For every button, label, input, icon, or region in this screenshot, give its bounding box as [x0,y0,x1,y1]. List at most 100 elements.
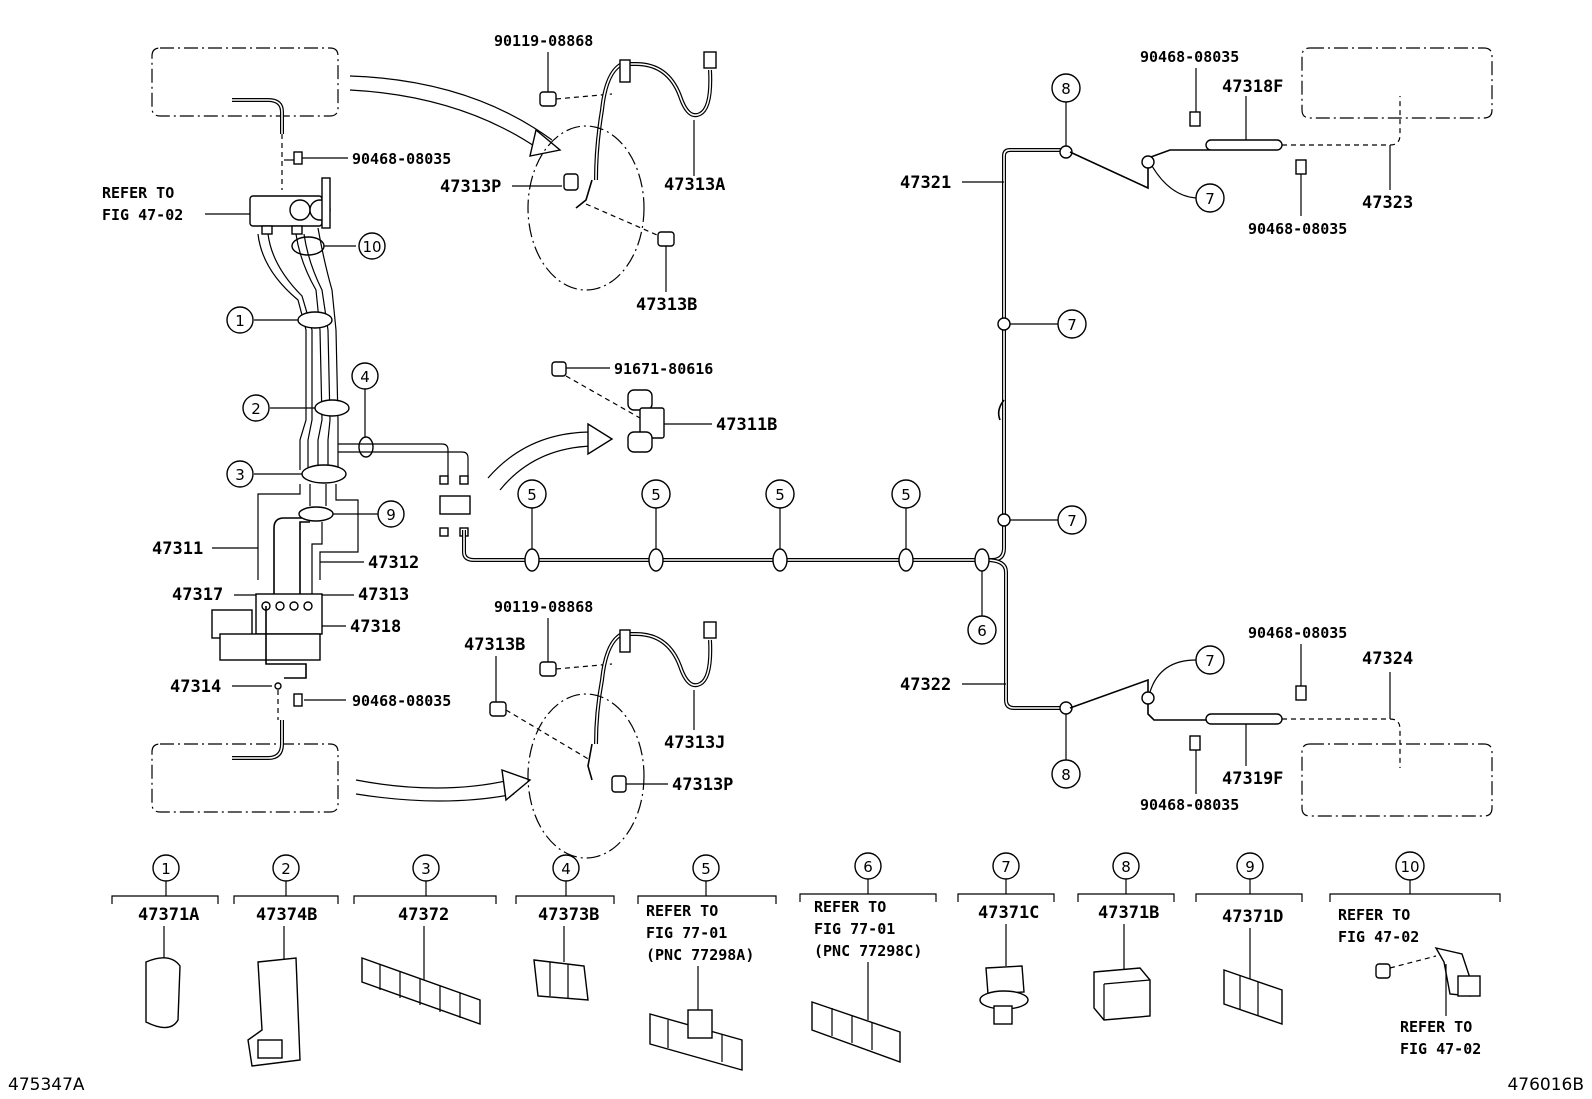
svg-text:47371B: 47371B [1098,903,1159,923]
svg-text:7: 7 [1205,190,1215,208]
label-47313B-bottom: 47313B [464,635,525,655]
svg-text:(PNC 77298A): (PNC 77298A) [646,946,754,964]
callout-1: 1 [226,306,254,334]
svg-text:4: 4 [360,368,370,386]
detail-ellipse-bottom [527,693,645,859]
clip-icon [293,151,303,165]
arrow-top [349,75,562,157]
label-90468-top-left: 90468-08035 [352,150,451,168]
hose-47319F [1205,713,1283,725]
label-47313: 47313 [358,585,409,605]
diagram-code-left: 475347A [8,1075,85,1095]
svg-text:(PNC 77298C): (PNC 77298C) [814,942,922,960]
bolt-icon [489,701,507,717]
svg-text:47371C: 47371C [978,903,1039,923]
callout-10: 10 [358,232,386,260]
svg-text:2: 2 [281,860,291,878]
rear-right-wheel-box-bottom [1301,743,1493,817]
svg-text:8: 8 [1121,858,1131,876]
label-47317: 47317 [172,585,223,605]
label-47318: 47318 [350,617,401,637]
svg-text:FIG 77-01: FIG 77-01 [814,920,895,938]
arrow-bottom [355,768,532,802]
clamp-5c: 5 [765,479,795,572]
label-90468-top-right-1: 90468-08035 [1140,48,1239,66]
bolt-icon [551,361,567,377]
legend-item-7: 7 47371C [957,852,1055,1025]
clamp-5d: 5 [891,479,921,572]
clamp-1 [297,311,333,329]
svg-text:REFER TO: REFER TO [1400,1018,1472,1036]
svg-text:5: 5 [775,486,785,504]
label-47322: 47322 [900,675,951,695]
svg-text:6: 6 [863,858,873,876]
clip-icon [1189,735,1201,751]
bracket-47311B [627,389,665,453]
callout-7-top-right: 7 [1195,183,1225,213]
front-left-wheel-box [151,47,339,190]
clamp-7b: 7 [997,505,1087,535]
detail-ellipse-top [527,125,645,291]
svg-text:5: 5 [901,486,911,504]
bolt-icon [1375,963,1391,979]
svg-text:FIG 47-02: FIG 47-02 [1338,928,1419,946]
label-fig-47-02-top: FIG 47-02 [102,206,183,224]
svg-text:9: 9 [1245,858,1255,876]
svg-text:5: 5 [651,486,661,504]
svg-text:47374B: 47374B [256,905,317,925]
label-47311B: 47311B [716,415,777,435]
callout-2: 2 [242,394,270,422]
hydraulic-unit [211,593,323,661]
label-90468-bottom-right-2: 90468-08035 [1140,796,1239,814]
callout-7-bottom-right: 7 [1195,645,1225,675]
svg-text:47372: 47372 [398,905,449,925]
clip-icon [1295,685,1307,701]
nut-icon [611,775,627,793]
callout-4: 4 [351,362,379,390]
svg-text:9: 9 [386,506,396,524]
svg-text:8: 8 [1061,766,1071,784]
callout-8-top: 8 [1051,73,1081,103]
clamp-6: 6 [967,548,997,645]
label-90119-top: 90119-08868 [494,32,593,50]
clamp-9 [298,506,334,522]
legend-item-3: 3 47372 [353,854,497,1025]
legend-item-5: 5 REFER TO FIG 77-01 (PNC 77298A) [637,854,777,1071]
bolt-icon [657,231,675,247]
clamp-5b: 5 [641,479,671,572]
svg-text:REFER TO: REFER TO [646,902,718,920]
label-47312: 47312 [368,553,419,573]
hose-47318F [1205,139,1283,151]
label-47321: 47321 [900,173,951,193]
label-47324: 47324 [1362,649,1413,669]
svg-text:8: 8 [1061,80,1071,98]
clamp-2 [314,399,350,417]
legend-item-9: 9 47371D [1195,852,1303,1025]
svg-text:7: 7 [1067,316,1077,334]
callout-9: 9 [377,500,405,528]
clip-icon [1295,159,1307,175]
legend-item-1: 1 47371A [111,854,219,1029]
clamp-7a: 7 [997,309,1087,339]
label-refer-to-top: REFER TO [102,184,174,202]
legend-item-8: 8 47371B [1077,852,1175,1021]
label-47314: 47314 [170,677,221,697]
label-90119-bottom: 90119-08868 [494,598,593,616]
svg-text:6: 6 [977,622,987,640]
svg-text:1: 1 [161,860,171,878]
arrow-middle [487,422,614,491]
svg-text:REFER TO: REFER TO [814,898,886,916]
clip-icon [1189,111,1201,127]
svg-text:5: 5 [701,860,711,878]
label-47319F: 47319F [1222,769,1283,789]
svg-text:47371A: 47371A [138,905,199,925]
callout-8-bottom: 8 [1051,759,1081,789]
svg-text:3: 3 [235,466,245,484]
svg-text:10: 10 [1400,858,1419,876]
rear-left-wheel-box [151,720,339,813]
legend-item-4: 4 47373B [515,854,615,1001]
label-47318F: 47318F [1222,77,1283,97]
label-90468-top-right-2: 90468-08035 [1248,220,1347,238]
svg-text:7: 7 [1205,652,1215,670]
